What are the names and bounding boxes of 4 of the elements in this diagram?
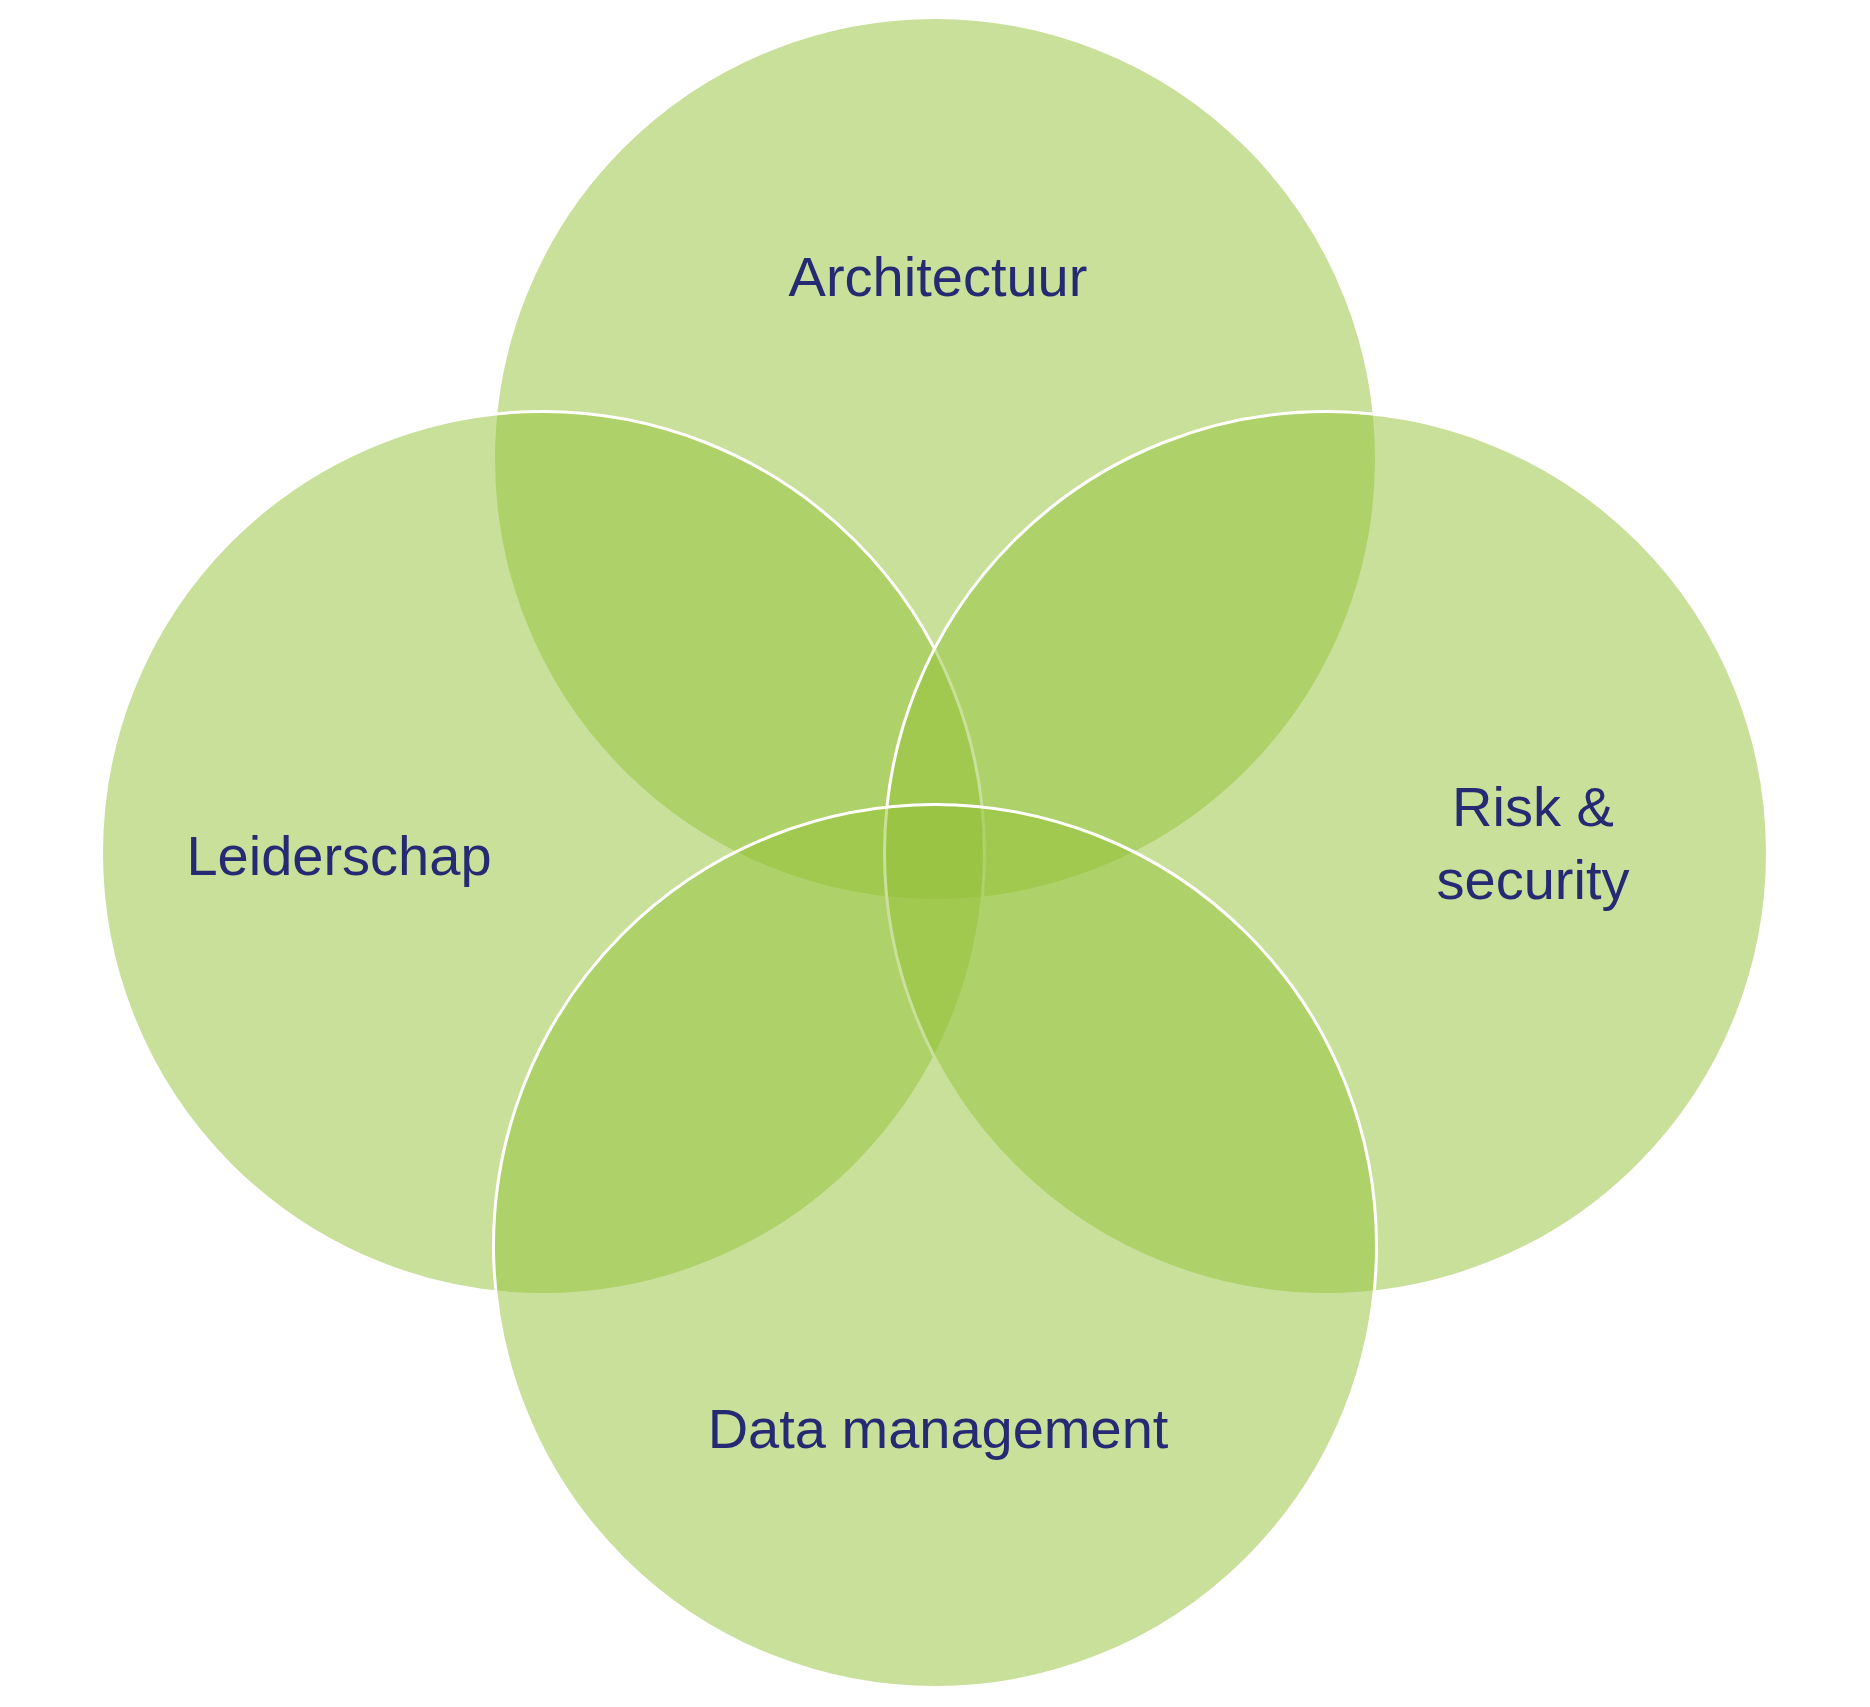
circle-label: Risk & security [1435,774,1631,913]
circle-label: Leiderschap [185,822,493,889]
circle-label: Data management [706,1395,1170,1462]
circle-label: Architectuur [787,243,1089,310]
